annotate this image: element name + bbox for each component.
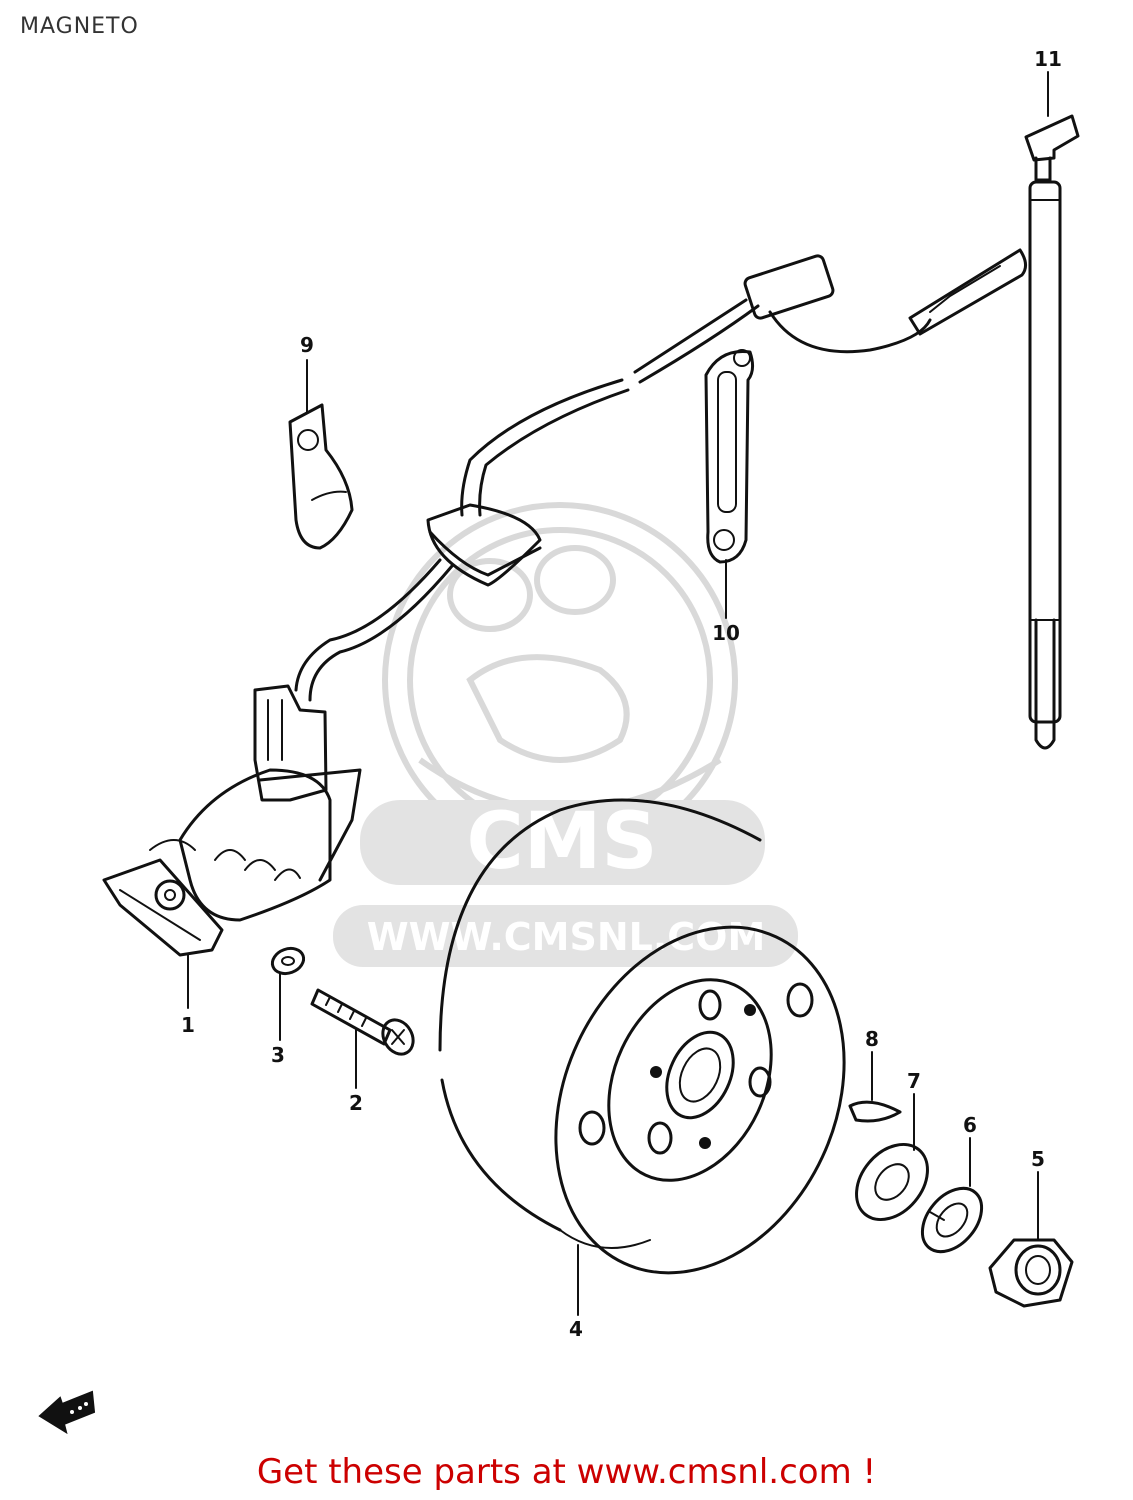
part-label-8: 8 [865,1027,879,1051]
part-label-2: 2 [349,1091,363,1115]
part-label-7: 7 [907,1069,921,1093]
part-5-nut [988,1238,1074,1308]
leader-lines [187,71,1049,1316]
part-number-labels: 11 9 10 1 3 2 4 8 7 6 5 [181,47,1062,1341]
part-10-bracket [704,349,755,564]
part-label-9: 9 [300,333,314,357]
part-2-screw [310,988,415,1056]
part-11-strap [1024,114,1080,750]
part-label-5: 5 [1031,1147,1045,1171]
part-label-1: 1 [181,1013,195,1037]
page-title: MAGNETO [20,14,139,39]
front-arrow-icon [38,1390,96,1435]
part-label-11: 11 [1034,47,1062,71]
part-label-3: 3 [271,1043,285,1067]
watermark-url-text: WWW.CMSNL.COM [367,915,766,959]
part-9-clamp [288,403,354,550]
watermark-logo-band [360,800,765,885]
part-4-flywheel [438,798,846,1275]
part-label-10: 10 [712,621,740,645]
promo-link[interactable]: Get these parts at www.cmsnl.com ! [256,1452,877,1492]
part-8-key [848,1100,902,1123]
part-7-washer [855,1142,929,1222]
watermark-logo-text: CMS [466,797,657,887]
part-3-washer [270,946,306,976]
part-label-4: 4 [569,1317,583,1341]
part-1-ignition-coil [102,684,362,957]
part-label-6: 6 [963,1113,977,1137]
wire-harness [294,248,1027,702]
watermark-logo: CMS WWW.CMSNL.COM [333,502,798,967]
part-6-lock-washer [920,1186,984,1254]
